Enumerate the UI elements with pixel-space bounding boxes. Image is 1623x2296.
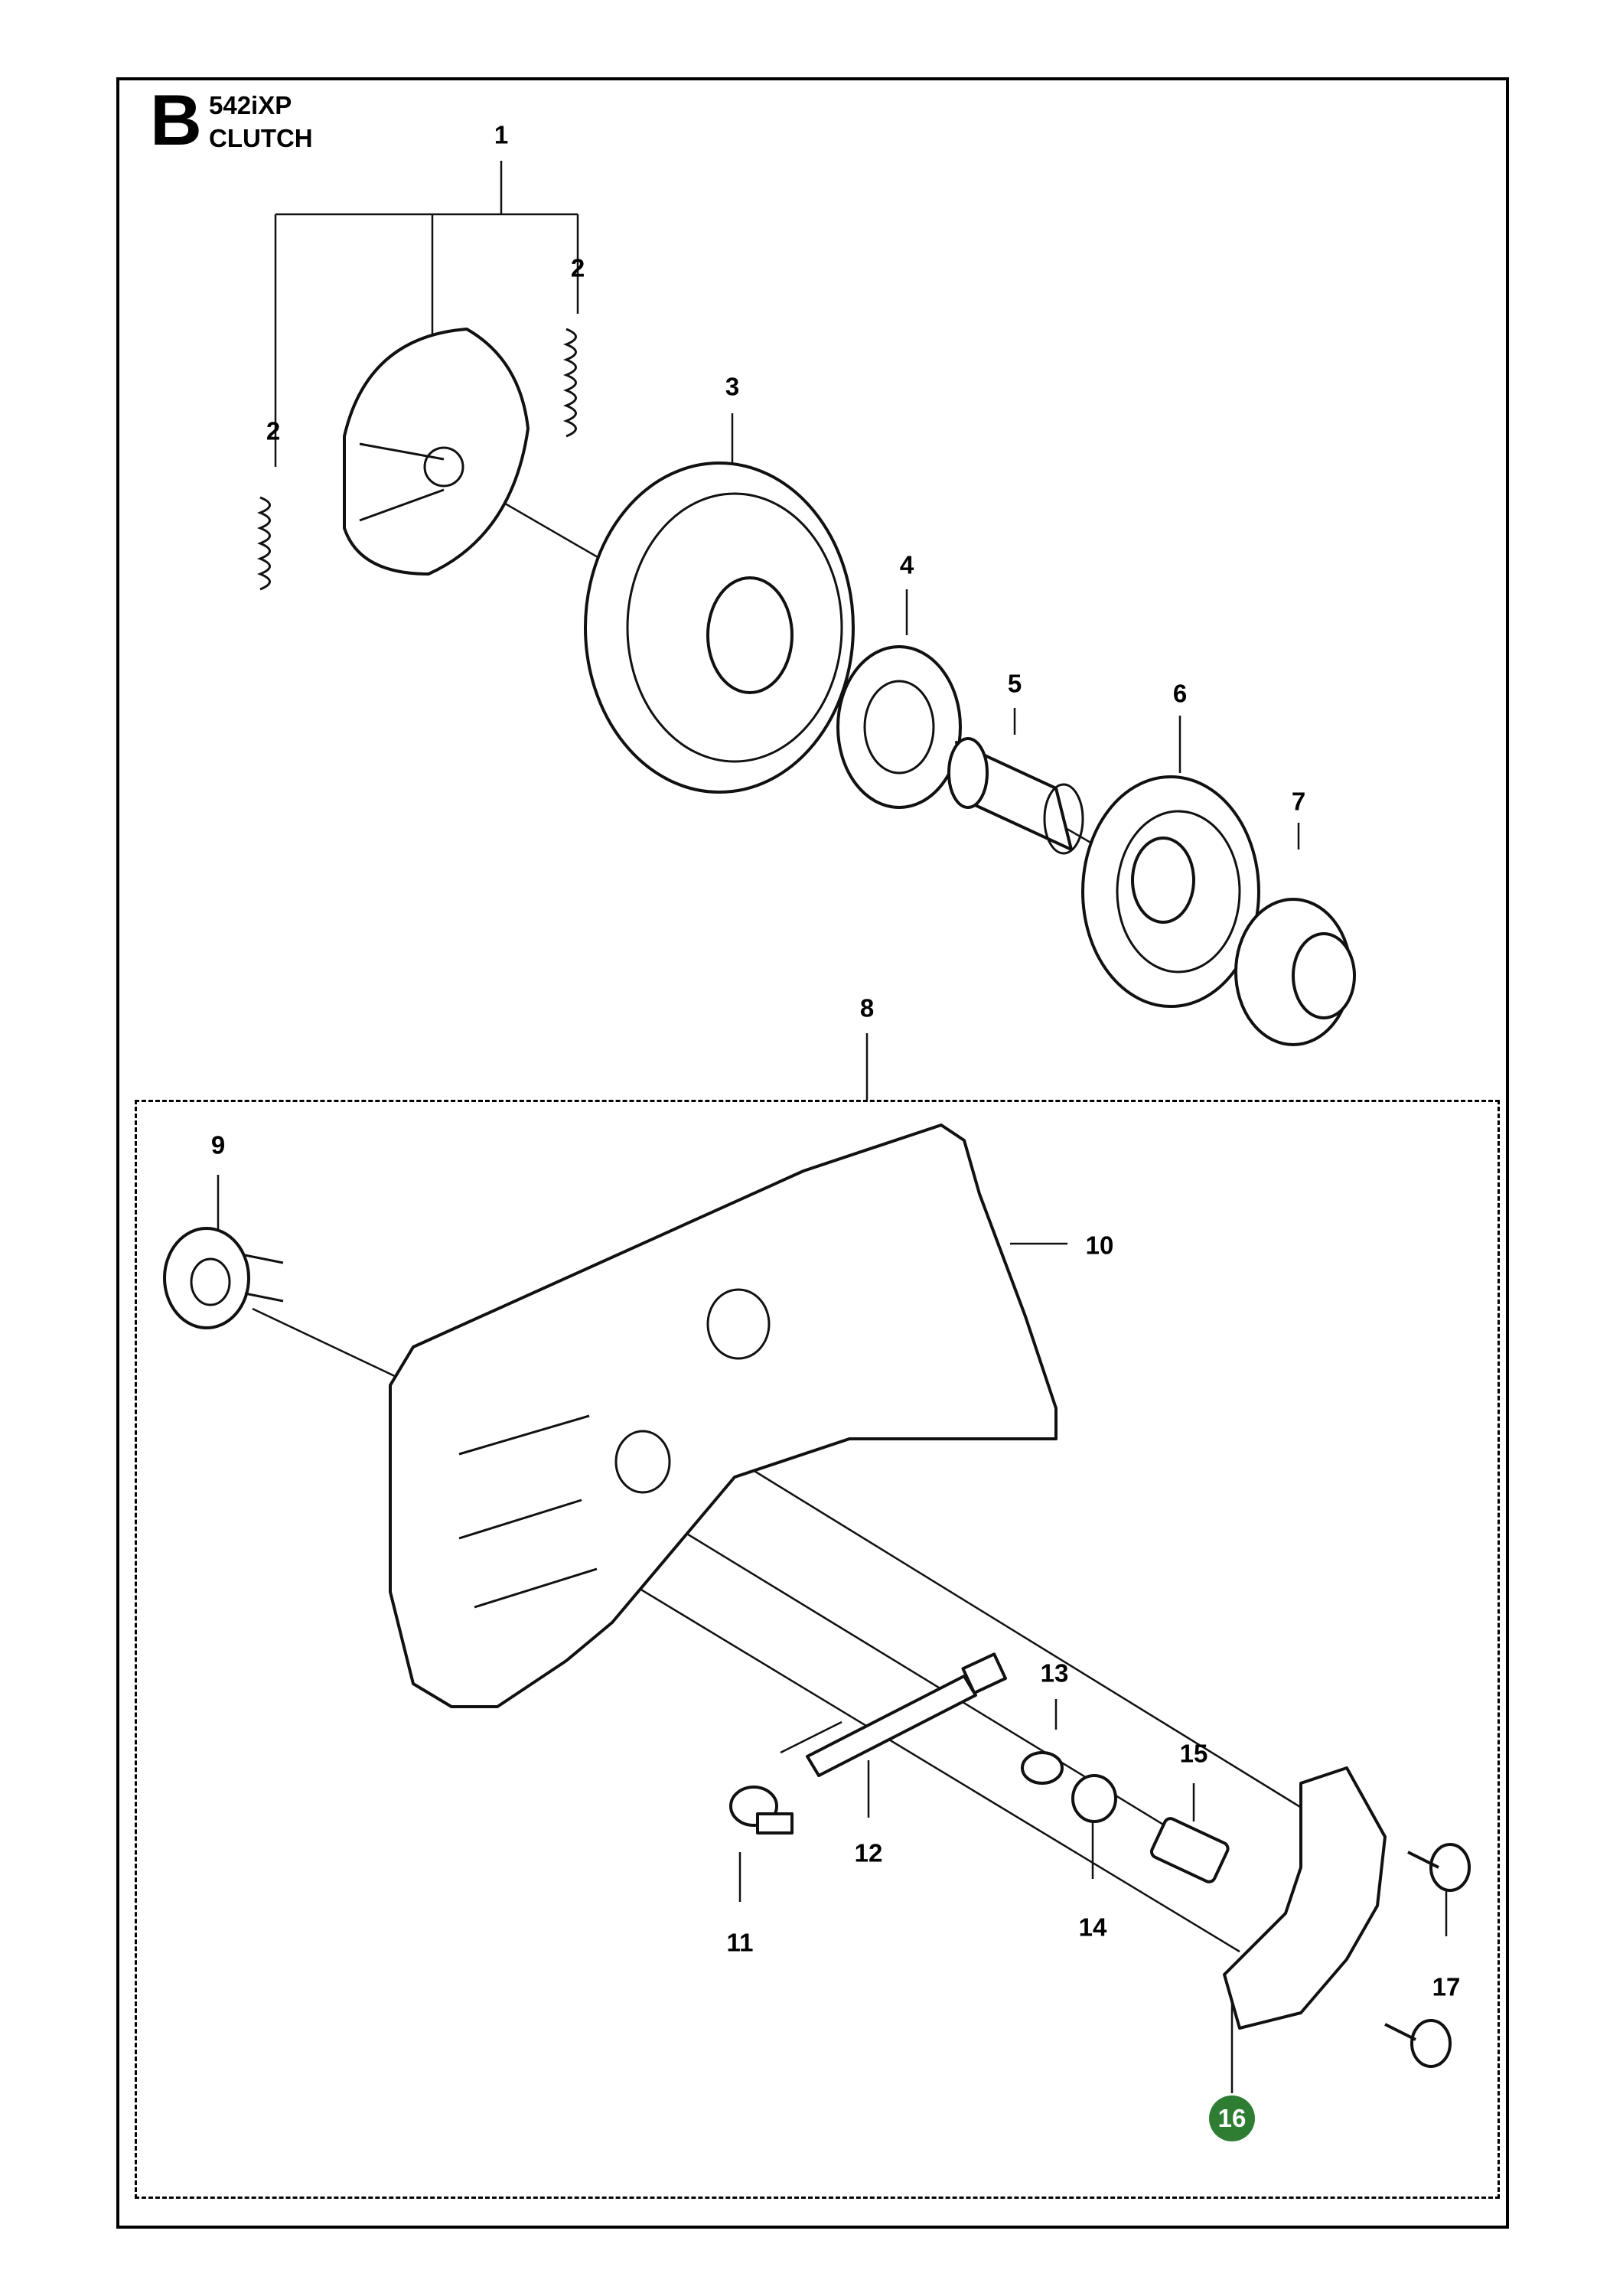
part-13-washer	[1021, 1751, 1064, 1785]
callout-6: 6	[1172, 679, 1188, 708]
part-11-fastener	[729, 1786, 794, 1835]
callout-12: 12	[854, 1838, 883, 1867]
part-7-washer	[1234, 898, 1356, 1046]
callout-11: 11	[726, 1928, 754, 1957]
callout-5: 5	[1007, 669, 1022, 698]
part-15-sleeve	[1150, 1817, 1230, 1883]
part-3-clutch-drum	[584, 461, 855, 794]
part-12-bar-bolt	[806, 1652, 1007, 1777]
callout-9: 9	[210, 1130, 226, 1159]
part-14-washer	[1071, 1774, 1117, 1823]
callout-15: 15	[1179, 1739, 1208, 1768]
model-name: 542iXP	[209, 91, 292, 119]
part-6-drum	[1081, 775, 1260, 1008]
section-letter: B	[150, 80, 202, 160]
callout-3: 3	[725, 372, 740, 401]
part-4-rim-sprocket	[836, 645, 962, 809]
diagram-title: CLUTCH	[209, 124, 313, 152]
callout-10: 10	[1085, 1231, 1114, 1260]
part-1-clutch	[343, 328, 530, 576]
part-16-chain-catcher	[1223, 1766, 1387, 2030]
part-17-screws	[1384, 1843, 1471, 2068]
callout-2-lower: 2	[266, 416, 281, 445]
part-2-springs	[256, 328, 577, 591]
callout-1: 1	[494, 120, 509, 149]
part-5-needle-bearing	[947, 737, 1084, 855]
callout-7: 7	[1291, 787, 1306, 816]
callout-4: 4	[899, 550, 914, 579]
callout-13: 13	[1040, 1658, 1069, 1688]
callout-14: 14	[1078, 1913, 1107, 1942]
diagram-frame	[116, 77, 1509, 2229]
callout-8: 8	[859, 993, 875, 1022]
callout-17: 17	[1432, 1972, 1461, 2001]
callout-16-highlighted: 16	[1209, 2095, 1255, 2141]
assembly-8-boundary	[135, 1100, 1500, 2199]
callout-2-upper: 2	[570, 253, 585, 282]
part-10-clutch-cover	[389, 1124, 1058, 1708]
part-9-adjuster	[163, 1227, 284, 1329]
leader-lines-top	[217, 161, 1448, 2093]
